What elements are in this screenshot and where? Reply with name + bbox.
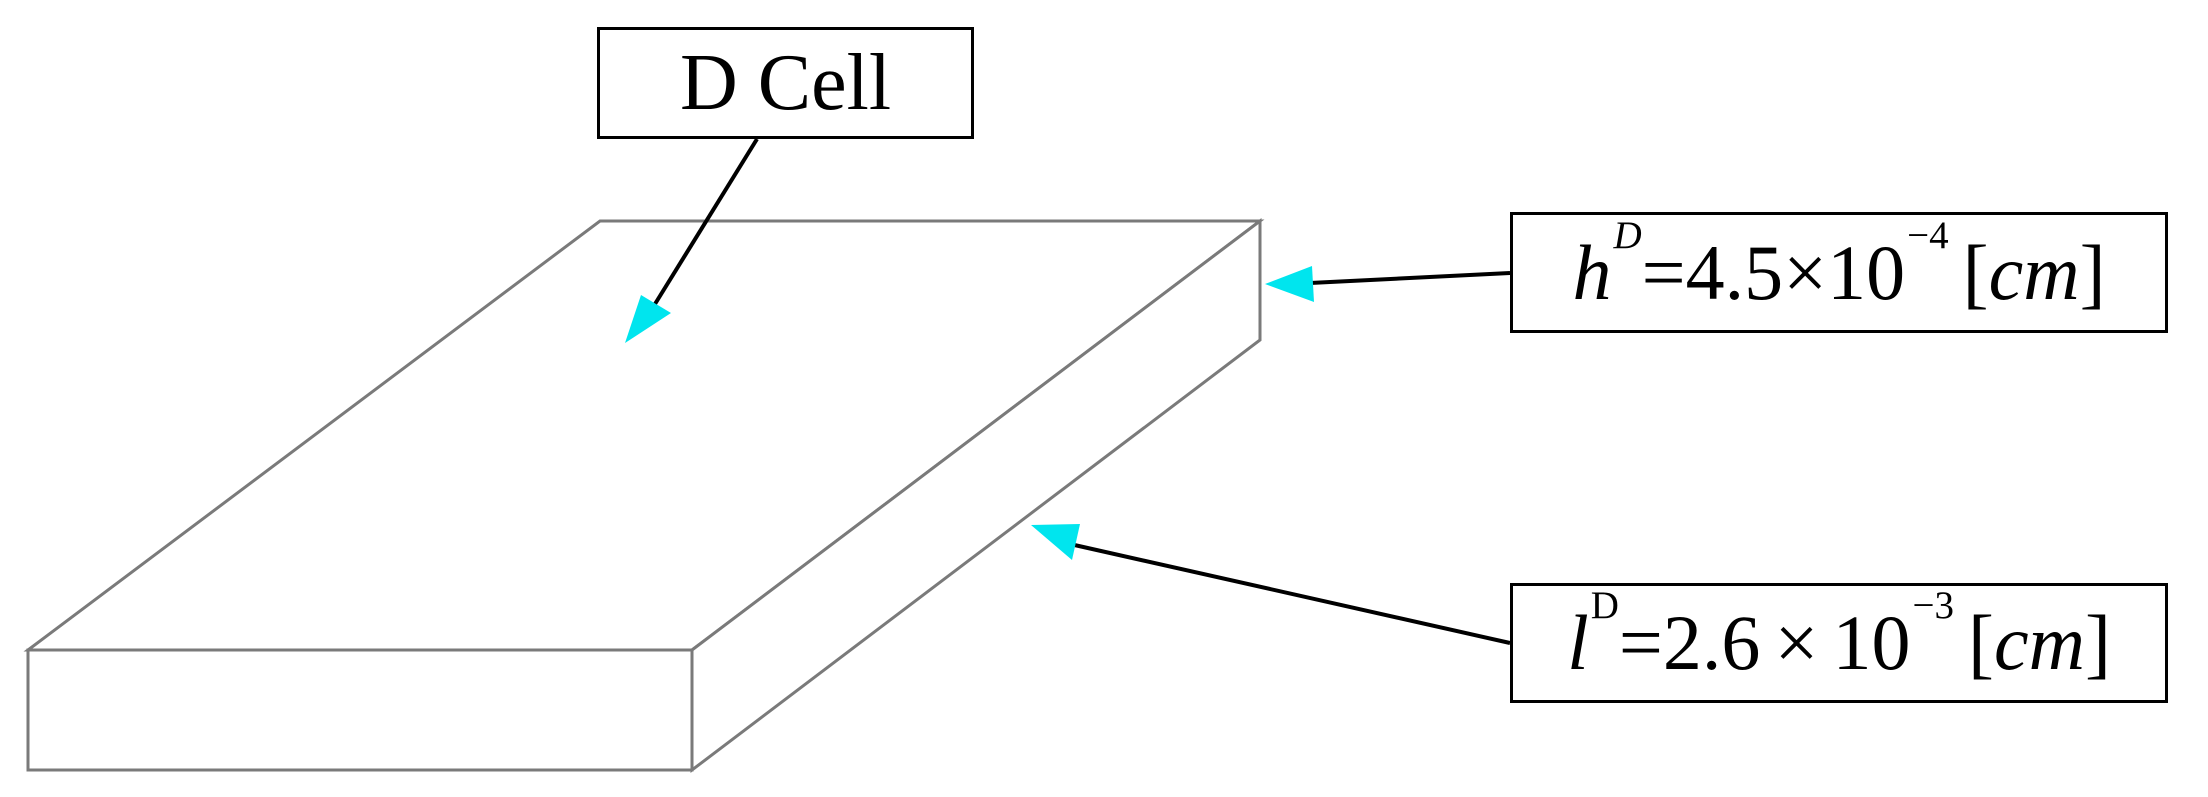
length-exponent: −3 bbox=[1912, 584, 1954, 628]
height-mantissa: 4.5 bbox=[1685, 228, 1784, 316]
length-unit-close: ] bbox=[2084, 599, 2111, 686]
height-unit: cm bbox=[1988, 228, 2080, 316]
length-superscript: D bbox=[1590, 584, 1619, 628]
cell-slab bbox=[23, 217, 1265, 774]
height-exponent: −4 bbox=[1907, 213, 1949, 257]
cell-title-label: D Cell bbox=[597, 27, 974, 139]
length-symbol: l bbox=[1567, 599, 1589, 686]
length-arrowhead-icon bbox=[1031, 524, 1080, 560]
height-times: × bbox=[1783, 228, 1828, 316]
height-arrowhead-icon bbox=[1265, 266, 1314, 302]
length-times: × bbox=[1774, 599, 1819, 686]
length-leader-line bbox=[1069, 542, 1511, 645]
height-unit-close: ] bbox=[2079, 228, 2106, 316]
title-leader-line bbox=[653, 137, 759, 306]
title-arrowhead-icon bbox=[625, 295, 671, 343]
length-mantissa: 2.6 bbox=[1662, 599, 1761, 686]
height-leader-line bbox=[1309, 271, 1511, 285]
slab-front-face bbox=[26, 648, 694, 772]
height-unit-open: [ bbox=[1962, 228, 1989, 316]
arrowheads bbox=[625, 266, 1314, 560]
height-superscript: D bbox=[1613, 213, 1642, 257]
slab-side-face bbox=[690, 217, 1262, 774]
cell-title-text: D Cell bbox=[679, 39, 892, 127]
height-equals: = bbox=[1641, 228, 1686, 316]
length-equals: = bbox=[1618, 599, 1663, 686]
length-unit-open: [ bbox=[1968, 599, 1994, 686]
height-symbol: h bbox=[1572, 228, 1612, 316]
length-unit: cm bbox=[1993, 599, 2085, 686]
leader-lines bbox=[653, 137, 1511, 645]
height-base: 10 bbox=[1827, 228, 1906, 316]
length-base: 10 bbox=[1832, 599, 1911, 686]
